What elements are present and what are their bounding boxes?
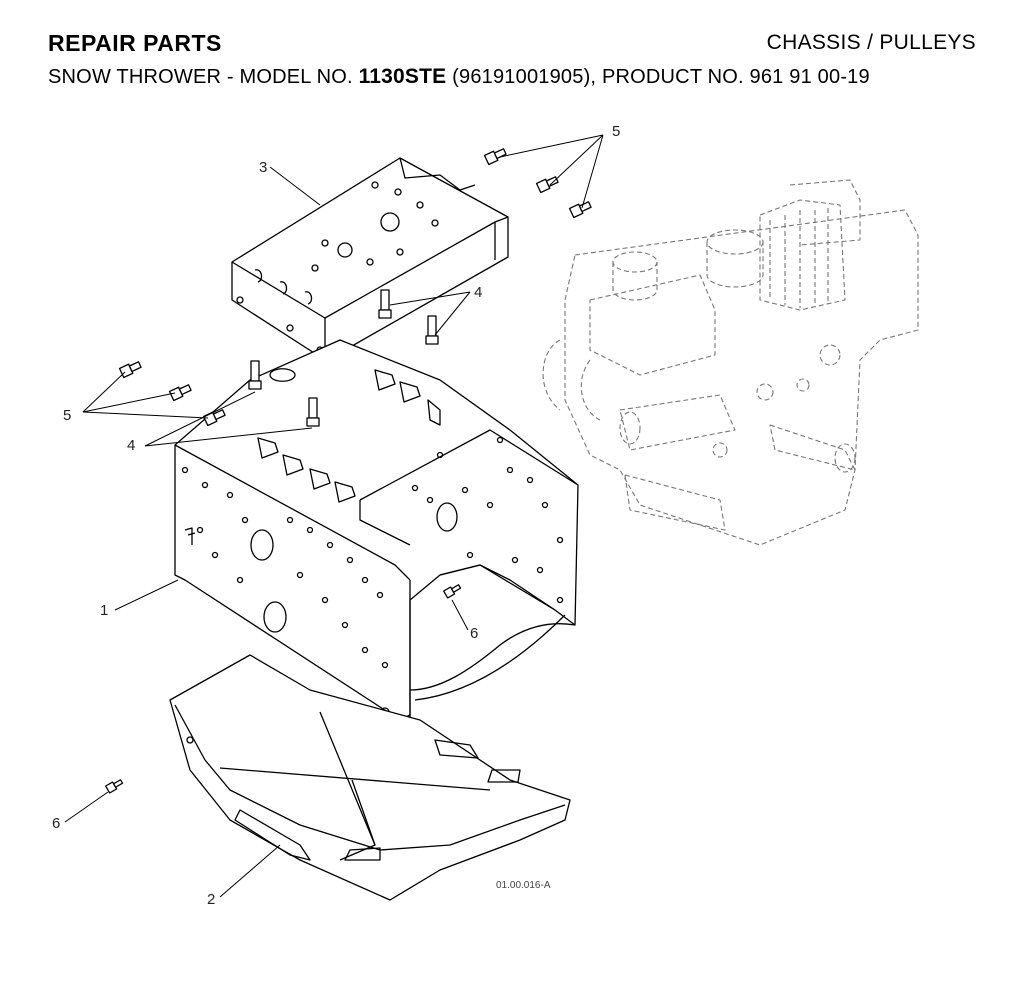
model-subtitle: SNOW THROWER - MODEL NO. 1130STE (961910… <box>48 65 870 89</box>
subtitle-suffix: (96191001905), PRODUCT NO. 961 91 00-19 <box>452 66 870 88</box>
part-2-bottom-pan <box>169 654 571 901</box>
model-number: 1130STE <box>358 65 447 88</box>
callout-5-top: 5 <box>612 123 620 140</box>
callout-4-left: 4 <box>127 437 135 454</box>
part-6-screws <box>105 584 462 794</box>
part-4-studs <box>248 289 439 427</box>
section-title: CHASSIS / PULLEYS <box>766 31 976 54</box>
page-header: REPAIR PARTS CHASSIS / PULLEYS SNOW THRO… <box>0 0 1024 100</box>
callout-5-left: 5 <box>63 407 71 424</box>
subtitle-prefix: SNOW THROWER - MODEL NO. <box>48 66 353 88</box>
callout-2: 2 <box>207 891 215 908</box>
page-title: REPAIR PARTS <box>48 30 222 56</box>
callout-6-left: 6 <box>52 815 60 832</box>
callout-4-top: 4 <box>474 284 482 301</box>
part-3-upper-bracket <box>231 157 509 361</box>
engine-outline <box>542 179 919 546</box>
part-1-chassis <box>174 339 579 721</box>
callout-3: 3 <box>259 159 267 176</box>
callout-6-right: 6 <box>470 625 478 642</box>
callout-1: 1 <box>100 602 108 619</box>
leader-lines <box>64 134 604 898</box>
drawing-reference: 01.00.016-A <box>496 880 551 891</box>
